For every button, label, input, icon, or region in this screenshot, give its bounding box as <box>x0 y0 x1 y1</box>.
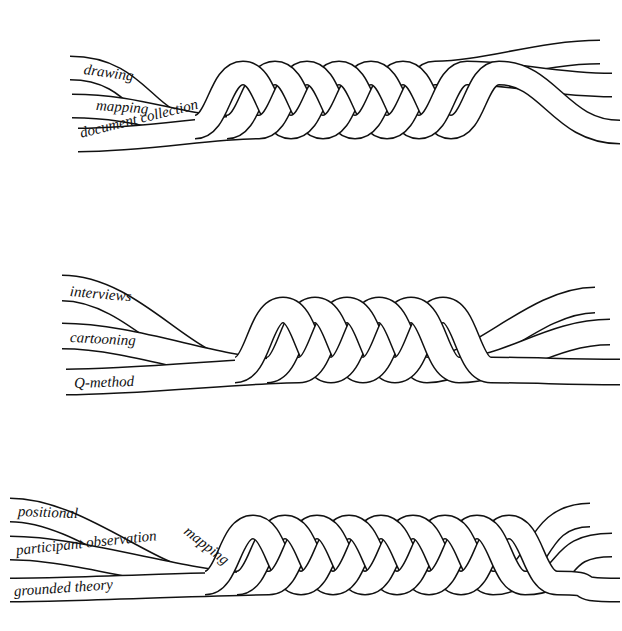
strand-outline <box>491 370 620 372</box>
strand-outline <box>443 310 491 370</box>
strand-label: positional <box>18 502 79 522</box>
strand-fill <box>443 310 491 370</box>
strand-fill <box>557 583 620 590</box>
strand-outline <box>509 527 557 583</box>
strand-outline <box>557 583 620 590</box>
strand-fill <box>451 73 499 127</box>
strand-fill <box>499 73 620 132</box>
strand-outline <box>499 73 620 132</box>
strand-fill <box>509 527 557 583</box>
strand-outline <box>451 73 499 127</box>
strand-label: Q-method <box>74 372 135 392</box>
strand-fill <box>491 370 620 372</box>
strand-label: cartooning <box>70 328 137 349</box>
